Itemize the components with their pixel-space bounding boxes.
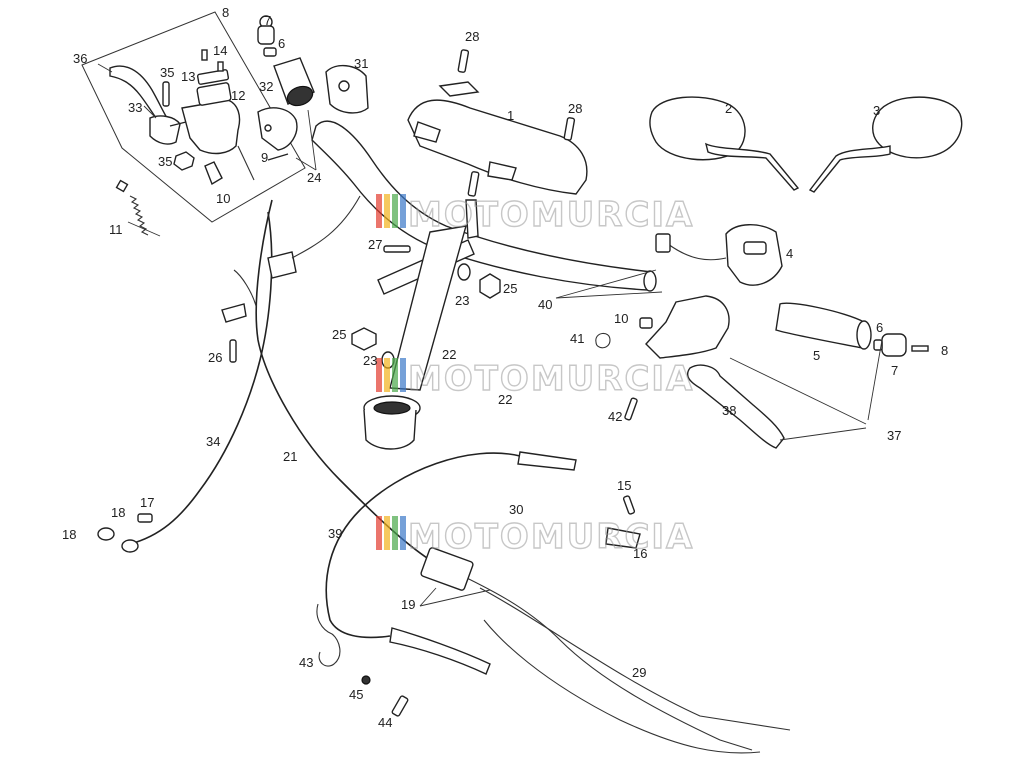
callout-16: 16 bbox=[633, 546, 647, 561]
callout-18: 18 bbox=[62, 527, 76, 542]
callout-10: 10 bbox=[216, 191, 230, 206]
callout-24: 24 bbox=[307, 170, 321, 185]
mirror-right bbox=[808, 96, 963, 193]
callout-29: 29 bbox=[632, 665, 646, 680]
callout-30: 30 bbox=[509, 502, 523, 517]
callout-38: 38 bbox=[722, 403, 736, 418]
callout-33: 33 bbox=[128, 100, 142, 115]
callout-31: 31 bbox=[354, 56, 368, 71]
cables bbox=[97, 195, 791, 754]
mirror-left bbox=[649, 96, 800, 191]
right-lever bbox=[686, 364, 785, 449]
callout-25: 25 bbox=[332, 327, 346, 342]
pivot-bolt-top bbox=[162, 81, 170, 107]
handlebar-cover bbox=[407, 49, 588, 195]
svg-text:MOTOMURCIA: MOTOMURCIA bbox=[408, 359, 694, 399]
handlebar-cover-body bbox=[407, 99, 588, 195]
stop-switch-cable bbox=[429, 559, 753, 751]
callout-34: 34 bbox=[206, 434, 220, 449]
rear-brake-cable bbox=[325, 452, 521, 639]
callout-3: 3 bbox=[873, 103, 880, 118]
left-grip-assembly bbox=[257, 15, 369, 114]
master-cylinder-group bbox=[81, 11, 306, 236]
callout-36: 36 bbox=[73, 51, 87, 66]
brake-spring bbox=[129, 195, 149, 236]
right-lever-assembly bbox=[595, 295, 929, 449]
callout-23: 23 bbox=[363, 353, 377, 368]
callout-6: 6 bbox=[278, 36, 285, 51]
callout-39: 39 bbox=[328, 526, 342, 541]
callout-2: 2 bbox=[725, 101, 732, 116]
callout-7: 7 bbox=[891, 363, 898, 378]
callout-17: 17 bbox=[140, 495, 154, 510]
callout-44: 44 bbox=[378, 715, 392, 730]
callout-40: 40 bbox=[538, 297, 552, 312]
callout-12: 12 bbox=[231, 88, 245, 103]
callout-25: 25 bbox=[503, 281, 517, 296]
callout-8: 8 bbox=[941, 343, 948, 358]
right-grip bbox=[775, 302, 865, 349]
callout-6: 6 bbox=[876, 320, 883, 335]
callout-5: 5 bbox=[813, 348, 820, 363]
callout-9: 9 bbox=[261, 150, 268, 165]
callout-13: 13 bbox=[181, 69, 195, 84]
callout-18: 18 bbox=[111, 505, 125, 520]
leader-lines bbox=[97, 63, 883, 607]
callout-35: 35 bbox=[158, 154, 172, 169]
brake-hose bbox=[129, 211, 273, 545]
callout-22: 22 bbox=[442, 347, 456, 362]
callout-41: 41 bbox=[570, 331, 584, 346]
callout-43: 43 bbox=[299, 655, 313, 670]
callout-23: 23 bbox=[455, 293, 469, 308]
callout-21: 21 bbox=[283, 449, 297, 464]
callout-4: 4 bbox=[786, 246, 793, 261]
callout-45: 45 bbox=[349, 687, 363, 702]
callout-42: 42 bbox=[608, 409, 622, 424]
right-lever-bracket bbox=[645, 295, 730, 359]
callout-10: 10 bbox=[614, 311, 628, 326]
svg-text:MOTOMURCIA: MOTOMURCIA bbox=[408, 195, 694, 235]
callout-26: 26 bbox=[208, 350, 222, 365]
callout-28: 28 bbox=[465, 29, 479, 44]
pivot-nut bbox=[173, 151, 195, 171]
svg-text:MOTOMURCIA: MOTOMURCIA bbox=[408, 517, 694, 557]
callout-7: 7 bbox=[264, 13, 271, 28]
watermark-3: MOTOMURCIA bbox=[376, 516, 694, 558]
callout-28: 28 bbox=[568, 101, 582, 116]
callout-27: 27 bbox=[368, 237, 382, 252]
right-switch-housing bbox=[655, 224, 783, 286]
callout-1: 1 bbox=[507, 108, 514, 123]
callout-14: 14 bbox=[213, 43, 227, 58]
callout-15: 15 bbox=[617, 478, 631, 493]
watermark-1: MOTOMURCIA bbox=[376, 194, 694, 236]
callout-22: 22 bbox=[498, 392, 512, 407]
callout-11: 11 bbox=[109, 222, 123, 237]
master-cylinder-body bbox=[181, 99, 241, 155]
callout-labels: 8 7 6 14 13 12 35 36 33 32 31 28 28 1 2 … bbox=[62, 5, 948, 730]
callout-8: 8 bbox=[222, 5, 229, 20]
callout-19: 19 bbox=[401, 597, 415, 612]
callout-35: 35 bbox=[160, 65, 174, 80]
callout-32: 32 bbox=[259, 79, 273, 94]
callout-37: 37 bbox=[887, 428, 901, 443]
watermark-2: MOTOMURCIA bbox=[376, 358, 694, 400]
